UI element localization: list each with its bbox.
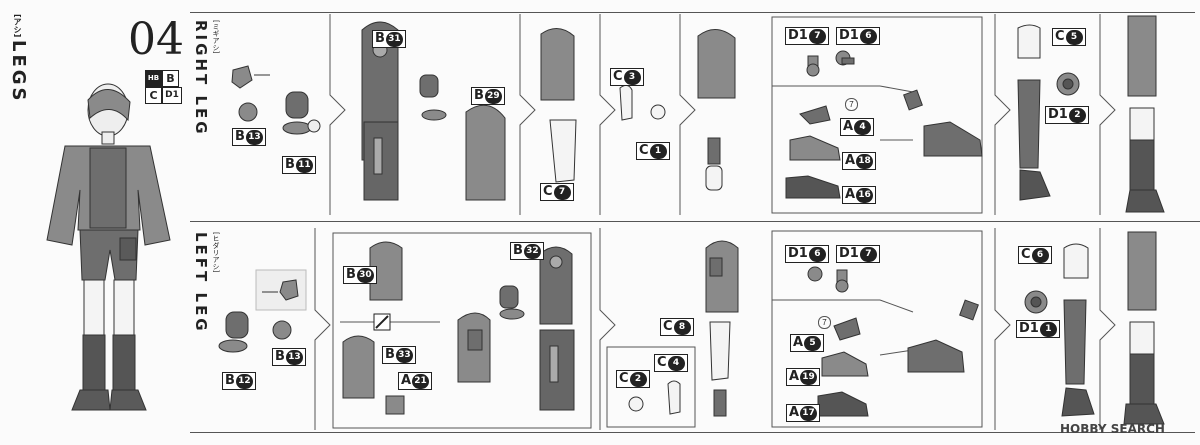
part-code-c: C [145, 87, 162, 104]
section-title-jp: [アシ] [13, 14, 22, 38]
frame-bottom [190, 432, 1195, 433]
row-divider [190, 221, 1200, 222]
note-marker-left: 7 [818, 316, 831, 329]
step-number: 04 [128, 14, 184, 65]
part-code-b: B [162, 70, 179, 87]
right-leg-label-jp: [ミギアシ] [212, 20, 220, 54]
section-title: LEGS [8, 40, 29, 104]
frame-top [190, 12, 1195, 13]
left-leg-label: LEFT LEG [192, 232, 210, 334]
left-leg-label-jp: [ヒダリアシ] [212, 232, 220, 273]
right-leg-label: RIGHT LEG [192, 20, 210, 137]
figure-illustration [46, 83, 171, 411]
right-leg-parts [231, 15, 1165, 213]
hb-icon: HB [145, 70, 162, 87]
note-marker-right: 7 [845, 98, 858, 111]
part-code-d1: D1 [162, 87, 182, 104]
watermark: HOBBY SEARCH [1060, 422, 1165, 436]
